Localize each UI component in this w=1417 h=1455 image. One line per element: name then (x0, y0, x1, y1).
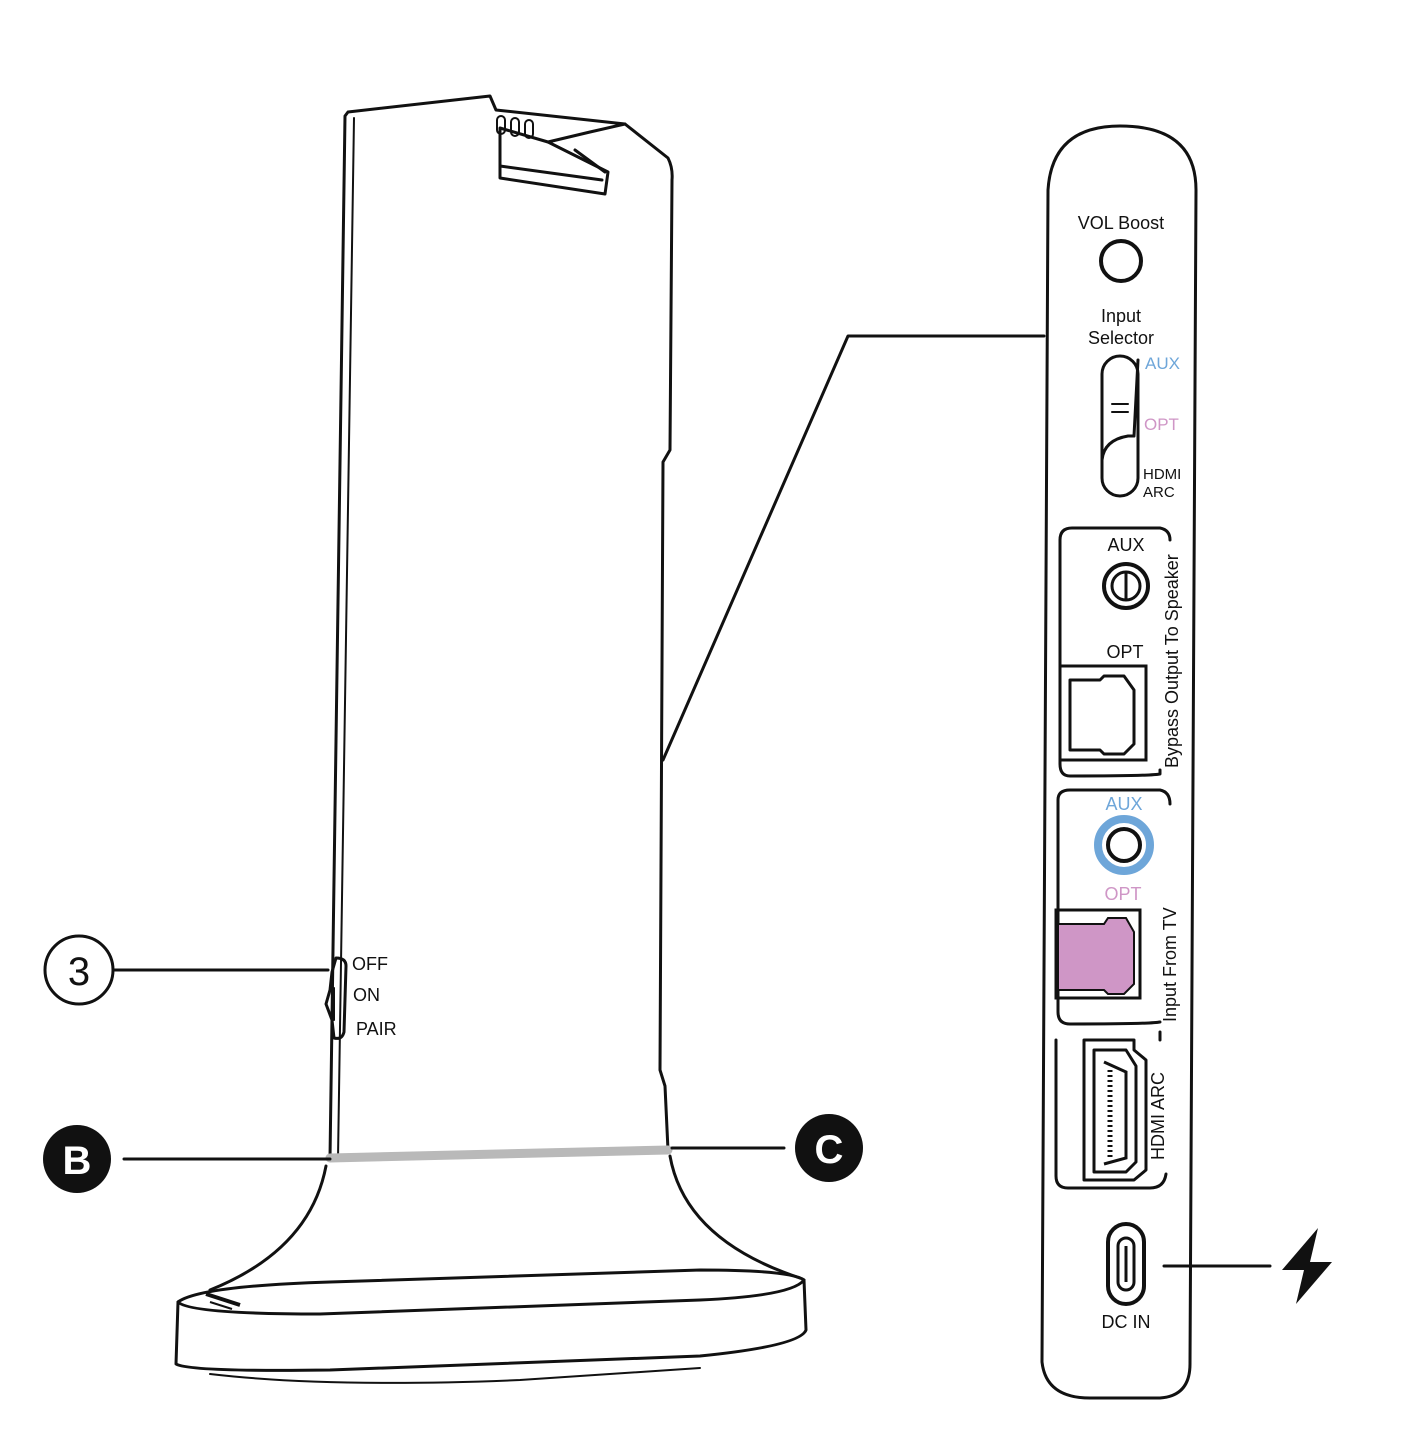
dc-in-port[interactable] (1106, 1222, 1146, 1306)
input-selector-label-line1: Input (1101, 306, 1141, 326)
callout-3-label: 3 (68, 950, 90, 994)
switch-on-label: ON (353, 985, 380, 1005)
tower-base-neck (208, 1154, 802, 1292)
bypass-group-label: Bypass Output To Speaker (1162, 554, 1182, 768)
selector-aux-label: AUX (1145, 354, 1180, 373)
tower-body (328, 94, 674, 1160)
input-selector-label-line2: Selector (1088, 328, 1154, 348)
selector-opt-label: OPT (1144, 415, 1179, 434)
hdmi-arc-label: HDMI ARC (1148, 1072, 1168, 1160)
input-group-frame (1056, 788, 1172, 1026)
callout-b-label: B (63, 1139, 92, 1183)
bypass-aux-label: AUX (1107, 535, 1144, 555)
bypass-aux-jack[interactable] (1102, 562, 1150, 610)
input-aux-jack[interactable] (1094, 815, 1154, 875)
input-aux-label: AUX (1105, 794, 1142, 814)
input-group-label: Input From TV (1160, 907, 1180, 1022)
selector-hdmi-label-line2: ARC (1143, 484, 1175, 501)
switch-off-label: OFF (352, 954, 388, 974)
hdmi-arc-port[interactable] (1082, 1038, 1148, 1182)
hdmi-group-frame (1054, 1030, 1168, 1190)
tower-edge-line (337, 117, 355, 1159)
vol-boost-button[interactable] (1099, 239, 1143, 283)
bypass-opt-label: OPT (1106, 642, 1143, 662)
input-opt-label: OPT (1104, 884, 1141, 904)
bypass-opt-port[interactable] (1058, 664, 1148, 762)
callout-3: 3 (43, 934, 330, 1006)
callout-c-label: C (815, 1128, 844, 1172)
status-light-band (325, 1145, 673, 1163)
tower-base (174, 1268, 808, 1384)
lightning-bolt-icon (1282, 1228, 1332, 1304)
callout-c: C (670, 1114, 863, 1182)
side-panel: VOL Boost Input Selector AUX OPT HDMI AR… (1040, 124, 1332, 1400)
vol-boost-label: VOL Boost (1078, 213, 1164, 233)
bypass-group-frame (1058, 526, 1172, 778)
panel-outline (1040, 124, 1198, 1400)
tower-top-connector (496, 115, 627, 196)
power-switch[interactable] (324, 956, 348, 1040)
transmitter-tower: OFF ON PAIR (174, 94, 808, 1384)
input-opt-port[interactable] (1054, 908, 1142, 1000)
input-selector-slider[interactable] (1100, 354, 1140, 498)
callout-b: B (43, 1125, 332, 1193)
switch-pair-label: PAIR (356, 1019, 397, 1039)
panel-leader-line (661, 334, 1046, 762)
selector-hdmi-label-line1: HDMI (1143, 466, 1181, 483)
dc-in-label: DC IN (1102, 1312, 1151, 1332)
